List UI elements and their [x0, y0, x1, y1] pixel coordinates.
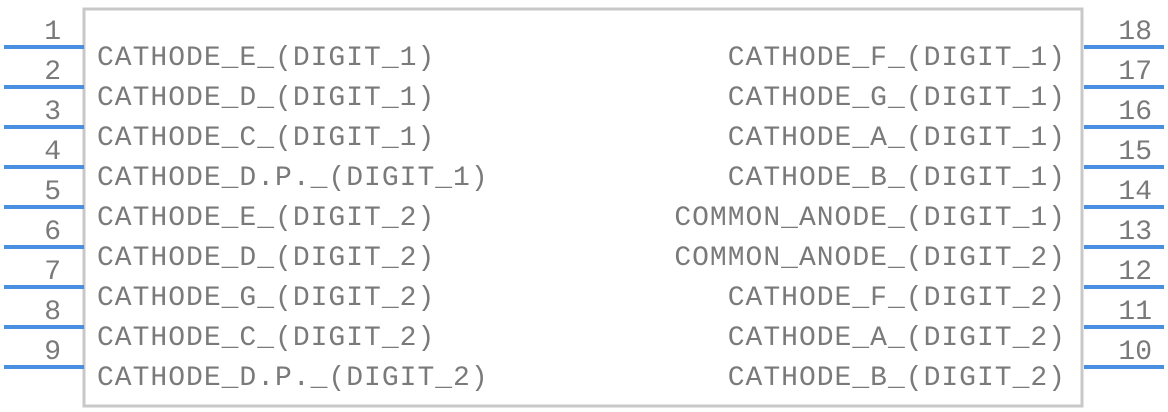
pin-label-7: CATHODE_G_(DIGIT_2) [97, 283, 435, 314]
pin-label-2: CATHODE_D_(DIGIT_1) [97, 83, 435, 114]
pin-label-1: CATHODE_E_(DIGIT_1) [97, 43, 435, 74]
pin-label-17: CATHODE_G_(DIGIT_1) [728, 83, 1066, 114]
pin-label-18: CATHODE_F_(DIGIT_1) [728, 43, 1066, 74]
pin-label-10: CATHODE_B_(DIGIT_2) [728, 363, 1066, 394]
pin-number-5: 5 [44, 177, 61, 208]
pin-label-5: CATHODE_E_(DIGIT_2) [97, 203, 435, 234]
pin-label-13: COMMON_ANODE_(DIGIT_2) [674, 243, 1066, 274]
pin-number-3: 3 [44, 97, 61, 128]
pin-label-16: CATHODE_A_(DIGIT_1) [728, 123, 1066, 154]
right-pin-group: 18CATHODE_F_(DIGIT_1)17CATHODE_G_(DIGIT_… [674, 17, 1164, 394]
pin-label-11: CATHODE_A_(DIGIT_2) [728, 323, 1066, 354]
pin-label-8: CATHODE_C_(DIGIT_2) [97, 323, 435, 354]
pin-number-14: 14 [1118, 177, 1152, 208]
pin-number-9: 9 [44, 337, 61, 368]
left-pin-group: 1CATHODE_E_(DIGIT_1)2CATHODE_D_(DIGIT_1)… [4, 17, 489, 394]
pin-number-18: 18 [1118, 17, 1152, 48]
pin-number-17: 17 [1118, 57, 1152, 88]
pin-label-3: CATHODE_C_(DIGIT_1) [97, 123, 435, 154]
pin-number-1: 1 [44, 17, 61, 48]
pin-number-8: 8 [44, 297, 61, 328]
pin-number-2: 2 [44, 57, 61, 88]
pin-number-13: 13 [1118, 217, 1152, 248]
pin-number-4: 4 [44, 137, 61, 168]
pin-number-7: 7 [44, 257, 61, 288]
pin-label-4: CATHODE_D.P._(DIGIT_1) [97, 163, 489, 194]
pin-number-6: 6 [44, 217, 61, 248]
pin-label-12: CATHODE_F_(DIGIT_2) [728, 283, 1066, 314]
pin-label-15: CATHODE_B_(DIGIT_1) [728, 163, 1066, 194]
pin-number-16: 16 [1118, 97, 1152, 128]
pin-number-12: 12 [1118, 257, 1152, 288]
pin-number-15: 15 [1118, 137, 1152, 168]
pin-label-9: CATHODE_D.P._(DIGIT_2) [97, 363, 489, 394]
pin-number-11: 11 [1118, 297, 1152, 328]
pin-number-10: 10 [1118, 337, 1152, 368]
pin-label-6: CATHODE_D_(DIGIT_2) [97, 243, 435, 274]
pin-label-14: COMMON_ANODE_(DIGIT_1) [674, 203, 1066, 234]
